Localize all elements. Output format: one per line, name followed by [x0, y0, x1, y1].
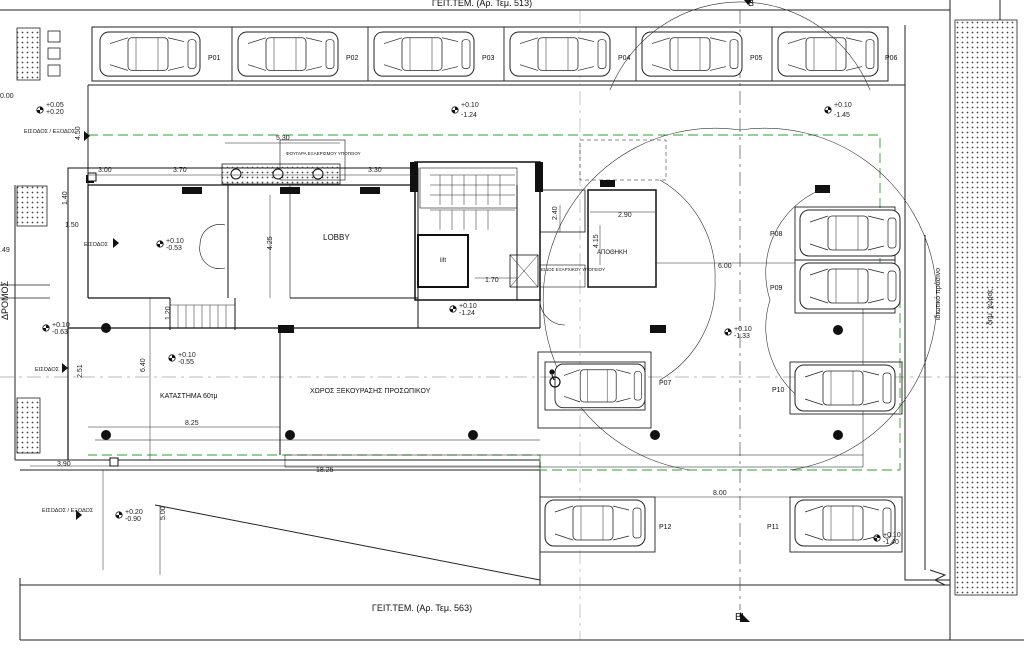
turning-arcs: [542, 1, 938, 471]
level-text: -1.24: [459, 310, 475, 317]
parking-label-p07: P07: [659, 380, 672, 387]
entrance-label-4: ΕΙΣΟΔΟΣ / ΕΞΟΔΟΣ: [42, 508, 94, 514]
section-b2-label: B': [735, 612, 744, 623]
level-text: -0.90: [125, 516, 141, 523]
planters: [0, 27, 61, 454]
level-text: +0.05: [46, 102, 64, 109]
level-text: -0.53: [166, 245, 182, 252]
parking-label-p08: P08: [770, 231, 783, 238]
building: [67, 139, 864, 468]
entrance-label-3: ΕΙΣΟΔΟΣ: [35, 367, 60, 373]
level-text: +0.20: [46, 109, 64, 116]
level-text: -1.33: [734, 333, 750, 340]
green-strip-label: ιδιωτικό πράσινο: [934, 268, 942, 320]
lobby-label: LOBBY: [323, 233, 350, 242]
parking-label-p05: P05: [750, 55, 763, 62]
level-text: +0.10: [734, 326, 752, 333]
ventilation-label: ΦΟΥΓΑΡΑ ΕΞΑΕΡΙΣΜΟΥ ΥΠΟΓΕΙΟΥ: [286, 151, 361, 156]
columns: [86, 162, 843, 467]
parking-label-p01: P01: [208, 55, 221, 62]
dimension-text: 4.15: [593, 234, 600, 248]
level-text: -1.24: [461, 112, 477, 119]
level-text: 0.00: [0, 93, 14, 100]
stairs: [170, 174, 515, 328]
parking-label-p02: P02: [346, 55, 359, 62]
dimension-text: 8.00: [713, 490, 727, 497]
parking-label-p09: P09: [770, 285, 783, 292]
entrance-arrows: [62, 131, 119, 520]
building-line: [88, 134, 901, 471]
level-text: +0.20: [125, 509, 143, 516]
dimension-text: 6.00: [718, 263, 732, 270]
dimension-text: 5.30: [276, 135, 290, 142]
dimension-text: 4.50: [75, 126, 82, 140]
dimension-text: 1.40: [62, 191, 69, 205]
parking-row-top: [231, 27, 773, 81]
parking-label-p11: P11: [767, 524, 779, 531]
public-strip: [954, 19, 1018, 596]
level-text: -1.40: [883, 539, 899, 546]
level-text: -1.45: [834, 112, 850, 119]
cleaner-room-label: ΕΙΔΟΣ ΕΞΑΡΧΙΚΟΥ ΥΠΟΓΕΙΟΥ: [541, 267, 605, 272]
dimension-text: 1.20: [165, 306, 172, 320]
neighbour-top-label: ΓΕΙΤ.ΤΕΜ. (Αρ. Τεμ. 513): [432, 0, 532, 8]
section-b-label: B: [748, 0, 754, 8]
parking-label-p03: P03: [482, 55, 495, 62]
dimension-text: 6.40: [140, 358, 147, 372]
dimension-text: 18.25: [316, 467, 334, 474]
public-strip-label: δημ. χώρος: [986, 288, 994, 325]
level-text: +0.10: [52, 322, 70, 329]
dimension-text: 2.51: [77, 364, 84, 378]
parking-label-p10: P10: [772, 387, 785, 394]
dimension-text: 8.25: [185, 420, 199, 427]
dimension-text: 3.90: [57, 461, 71, 468]
level-text: -0.55: [178, 359, 194, 366]
staff-rest-label: ΧΩΡΟΣ ΞΕΚΟΥΡΑΣΗΣ ΠΡΟΣΩΠΙΚΟΥ: [310, 388, 431, 395]
dimension-text: 2.90: [618, 212, 632, 219]
dimension-text: 3.30: [368, 167, 382, 174]
level-text: +0.10: [166, 238, 184, 245]
level-text: +0.10: [178, 352, 196, 359]
level-text: +0.10: [461, 102, 479, 109]
dimension-text: 1.50: [65, 222, 79, 229]
entrance-label-1: ΕΙΣΟΔΟΣ / ΕΞΟΔΟΣ: [24, 129, 76, 135]
level-text: +0.10: [834, 102, 852, 109]
dimension-text: 2.40: [552, 206, 559, 220]
dimension-lines: [30, 142, 795, 575]
dimension-text: 5.00: [160, 506, 167, 520]
dimension-text: .49: [0, 247, 10, 254]
lift-label: lift: [440, 258, 446, 264]
shop-label: ΚΑΤΑΣΤΗΜΑ 60τμ: [160, 393, 218, 400]
parking-label-p04: P04: [618, 55, 631, 62]
site-boundary: [0, 0, 1024, 641]
road-label: ΔΡΟΜΟΣ: [0, 280, 10, 320]
parking-label-p06: P06: [885, 55, 898, 62]
neighbour-bottom-label: ΓΕΙΤ.ΤΕΜ. (Αρ. Τεμ. 563): [372, 603, 472, 613]
level-text: -0.63: [52, 329, 68, 336]
dimension-text: 4.25: [267, 236, 274, 250]
parking-label-p12: P12: [659, 524, 672, 531]
dimension-text: 1.70: [485, 277, 499, 284]
dimension-text: 3.00: [98, 167, 112, 174]
accessible-icon: [549, 369, 561, 388]
storage-label: ΑΠΟΘΗΚΗ: [597, 250, 627, 256]
level-text: +0.10: [883, 532, 901, 539]
dimension-text: 3.70: [173, 167, 187, 174]
entrance-label-2: ΕΙΣΟΔΟΣ: [84, 242, 109, 248]
level-text: +0.10: [459, 303, 477, 310]
